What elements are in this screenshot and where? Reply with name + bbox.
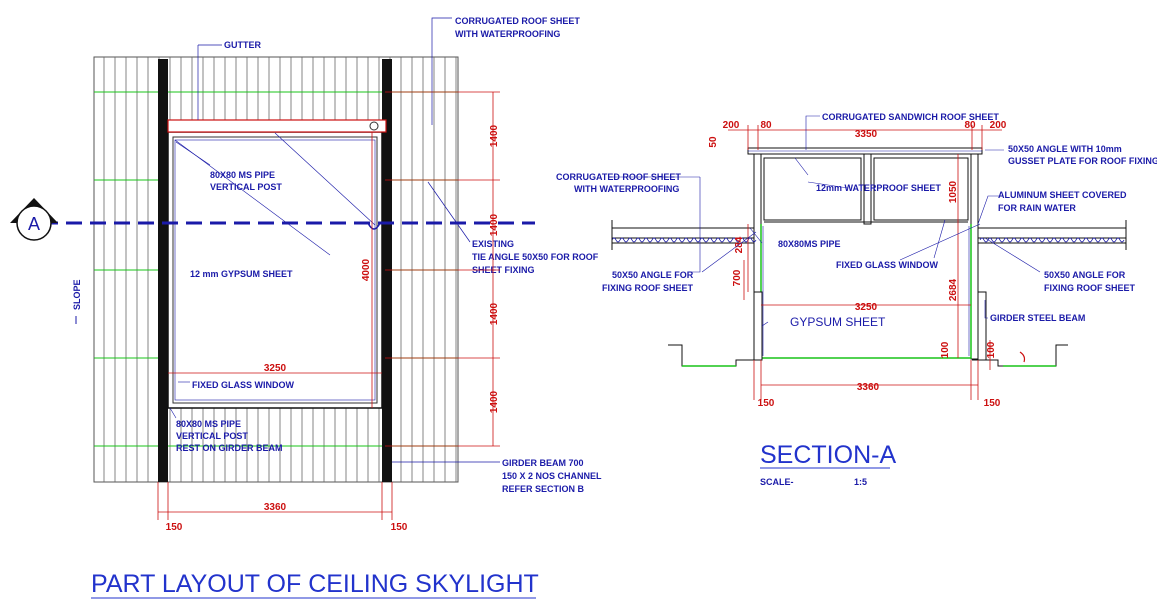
- plan-label-existing-2: TIE ANGLE 50X50 FOR ROOF: [472, 252, 599, 262]
- plan-dim-1400-a: 1400: [489, 124, 500, 147]
- glass-diagonal: [174, 139, 331, 256]
- sect-label-angle-1: 50X50 ANGLE WITH 10mm: [1008, 144, 1122, 154]
- section-post-right: [970, 153, 979, 360]
- slope-label: SLOPE: [72, 279, 82, 310]
- section-view: 200 80 3350 80 200 50 1050 284 700 2684 …: [556, 112, 1157, 409]
- sect-label-angle-left-2: FIXING ROOF SHEET: [602, 283, 694, 293]
- drawing-title: PART LAYOUT OF CEILING SKYLIGHT: [91, 570, 539, 598]
- sect-label-gypsum: GYPSUM SHEET: [790, 315, 886, 329]
- girder-beam-left: [158, 59, 168, 482]
- section-title: SECTION-A: [760, 441, 896, 469]
- sect-label-sandwich: CORRUGATED SANDWICH ROOF SHEET: [822, 112, 999, 122]
- plan-label-post2-2: VERTICAL POST: [176, 431, 248, 441]
- sect-label-angle-right-2: FIXING ROOF SHEET: [1044, 283, 1136, 293]
- section-dim-284: 284: [734, 236, 745, 253]
- section-dim-1050: 1050: [948, 180, 959, 203]
- sect-label-waterproof: 12mm WATERPROOF SHEET: [816, 183, 941, 193]
- section-dim-150-right: 150: [984, 398, 1001, 409]
- plan-dim-1400-d: 1400: [489, 390, 500, 413]
- section-dim-80-right: 80: [964, 120, 976, 131]
- sect-label-roof-1: CORRUGATED ROOF SHEET: [556, 172, 681, 182]
- section-dimensions: [728, 125, 1002, 400]
- sect-label-angle-left-1: 50X50 ANGLE FOR: [612, 270, 694, 280]
- section-marker-circle: [16, 205, 52, 241]
- plan-label-fixed-glass: FIXED GLASS WINDOW: [192, 380, 295, 390]
- section-marker-letter: A: [28, 214, 40, 234]
- plan-label-girder-2: 150 X 2 NOS CHANNEL: [502, 471, 602, 481]
- plan-label-gutter: GUTTER: [224, 40, 261, 50]
- plan-dim-150-right: 150: [391, 522, 408, 533]
- section-girder-left: [753, 291, 763, 361]
- plan-label-girder-1: GIRDER BEAM 700: [502, 458, 584, 468]
- sect-label-fixed-glass: FIXED GLASS WINDOW: [836, 260, 939, 270]
- plan-dim-150-left: 150: [166, 522, 183, 533]
- section-dim-100-a: 100: [940, 341, 951, 358]
- section-dim-3360: 3360: [857, 382, 880, 393]
- plan-view: A SLOPE GUTTER CORRUGATED ROOF SHEET WIT…: [10, 16, 602, 533]
- section-glass-left: [763, 157, 862, 221]
- plan-dim-3360: 3360: [264, 502, 287, 513]
- existing-roof-right: [977, 220, 1127, 250]
- sect-label-angle-right-1: 50X50 ANGLE FOR: [1044, 270, 1126, 280]
- glass-diagonal: [274, 132, 376, 226]
- sect-label-angle-2: GUSSET PLATE FOR ROOF FIXING: [1008, 156, 1157, 166]
- section-dim-200-left: 200: [723, 120, 740, 131]
- plan-label-post2-1: 80X80 MS PIPE: [176, 419, 241, 429]
- plan-dim-1400-b: 1400: [489, 213, 500, 236]
- gutter: [167, 119, 387, 133]
- sect-label-alu-2: FOR RAIN WATER: [998, 203, 1076, 213]
- plan-dim-1400-c: 1400: [489, 302, 500, 325]
- sect-label-alu-1: ALUMINUM SHEET COVERED: [998, 190, 1127, 200]
- plan-dim-3250: 3250: [264, 363, 287, 374]
- plan-label-post2-3: REST ON GIRDER BEAM: [176, 443, 283, 453]
- plan-label-roof-sheet-1: CORRUGATED ROOF SHEET: [455, 16, 580, 26]
- skylight-frame: [167, 131, 383, 409]
- plan-label-post-1: 80X80 MS PIPE: [210, 170, 275, 180]
- section-glass-right: [873, 157, 969, 221]
- sect-label-roof-2: WITH WATERPROOFING: [574, 184, 679, 194]
- plan-label-post-2: VERTICAL POST: [210, 182, 282, 192]
- section-dim-100-b: 100: [986, 341, 997, 358]
- girder-beam-right: [382, 59, 392, 482]
- section-dim-200-right: 200: [990, 120, 1007, 131]
- section-dim-700: 700: [732, 269, 743, 286]
- section-dim-150-left: 150: [758, 398, 775, 409]
- gutter-outlet: [369, 121, 379, 131]
- plan-dim-4000: 4000: [361, 258, 372, 281]
- section-dim-80-left: 80: [760, 120, 772, 131]
- plan-label-gypsum: 12 mm GYPSUM SHEET: [190, 269, 293, 279]
- fixed-glass-outline: [174, 139, 376, 401]
- section-mid-post: [863, 153, 872, 225]
- section-dim-3250: 3250: [855, 302, 878, 313]
- plan-label-girder-3: REFER SECTION B: [502, 484, 585, 494]
- skylight-inner-frame: [172, 136, 378, 404]
- plan-vertical-dimensions: [371, 91, 500, 447]
- section-dim-50: 50: [708, 136, 719, 148]
- scale-value: 1:5: [854, 477, 867, 487]
- sect-label-girder: GIRDER STEEL BEAM: [990, 313, 1085, 323]
- floor-line-left: [668, 344, 760, 367]
- section-dim-3350: 3350: [855, 129, 878, 140]
- sect-label-pipe: 80X80MS PIPE: [778, 239, 841, 249]
- scale-label: SCALE-: [760, 477, 794, 487]
- plan-label-existing-3: SHEET FIXING: [472, 265, 535, 275]
- plan-label-roof-sheet-2: WITH WATERPROOFING: [455, 29, 560, 39]
- section-dim-2684: 2684: [948, 278, 959, 301]
- section-gypsum-box: [760, 224, 972, 359]
